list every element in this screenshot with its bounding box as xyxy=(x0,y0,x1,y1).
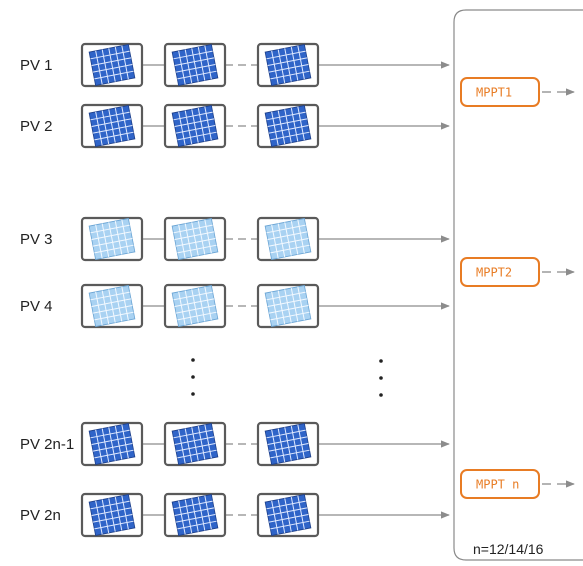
solar-panel-icon xyxy=(256,283,320,329)
pv-strings: PV 1 PV 2 PV 3 PV 4 PV 2n-1 PV 2n xyxy=(20,42,450,538)
pv-string-label: PV 3 xyxy=(20,231,53,248)
pv-string-row: PV 2 xyxy=(20,103,450,149)
pv-string-row: PV 2n xyxy=(20,492,450,538)
solar-panel-icon xyxy=(80,216,144,262)
mppt-box xyxy=(460,77,540,107)
pv-string-row: PV 4 xyxy=(20,283,450,329)
mppt-tracker: MPPT n xyxy=(460,469,575,499)
solar-panel-icon xyxy=(163,283,227,329)
mppt-tracker: MPPT2 xyxy=(460,257,575,287)
mppt-tracker: MPPT1 xyxy=(460,77,575,107)
pv-string-label: PV 2 xyxy=(20,118,53,135)
pv-string-label: PV 1 xyxy=(20,57,53,74)
ellipsis-wires xyxy=(379,359,383,397)
solar-panel-icon xyxy=(80,42,144,88)
solar-panel-icon xyxy=(256,421,320,467)
solar-panel-icon xyxy=(80,103,144,149)
pv-string-row: PV 3 xyxy=(20,216,450,262)
solar-panel-icon xyxy=(163,103,227,149)
inverter-enclosure xyxy=(453,9,583,561)
solar-panel-icon xyxy=(163,42,227,88)
solar-panel-icon xyxy=(80,421,144,467)
solar-panel-icon xyxy=(163,421,227,467)
ellipsis-panels xyxy=(191,358,195,396)
solar-panel-icon xyxy=(163,492,227,538)
pv-string-label: PV 2n xyxy=(20,507,61,524)
solar-panel-icon xyxy=(163,216,227,262)
solar-panel-icon xyxy=(256,42,320,88)
mppt-count-note: n=12/14/16 xyxy=(473,541,544,557)
mppt-label: MPPT2 xyxy=(476,266,512,280)
solar-panel-icon xyxy=(80,283,144,329)
solar-panel-icon xyxy=(80,492,144,538)
solar-panel-icon xyxy=(256,216,320,262)
pv-string-label: PV 4 xyxy=(20,298,53,315)
mppt-label: MPPT n xyxy=(476,478,519,492)
pv-string-row: PV 2n-1 xyxy=(20,421,450,467)
pv-string-label: PV 2n-1 xyxy=(20,436,74,453)
mppt-box xyxy=(460,257,540,287)
mppt-label: MPPT1 xyxy=(476,86,512,100)
mppt-box xyxy=(460,469,540,499)
pv-string-row: PV 1 xyxy=(20,42,450,88)
solar-panel-icon xyxy=(256,103,320,149)
solar-panel-icon xyxy=(256,492,320,538)
